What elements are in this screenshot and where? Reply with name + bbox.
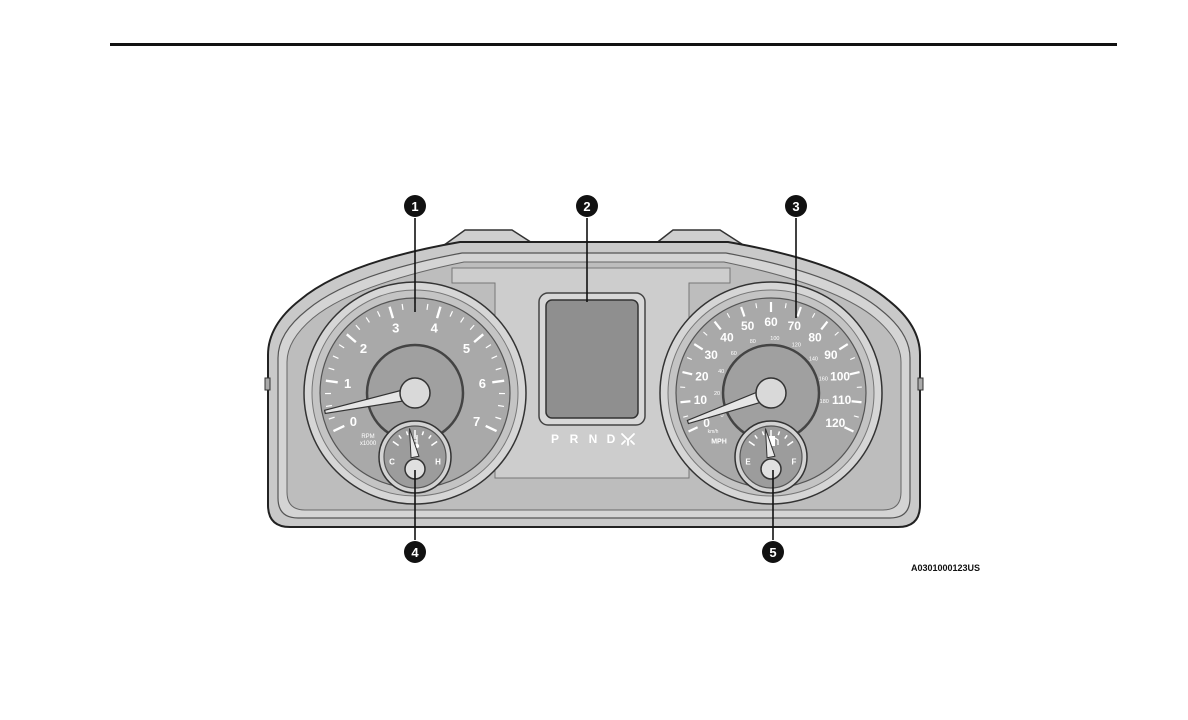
speedo-kmh-label-180: 180 [820, 399, 829, 405]
tach-label-0: 0 [350, 414, 357, 429]
speedo-mph-label-80: 80 [808, 330, 822, 344]
speedo-mph-label-10: 10 [694, 393, 708, 407]
speedo-kmh-label-60: 60 [731, 351, 737, 357]
callout-number-3: 3 [792, 199, 799, 214]
tach-label-7: 7 [473, 414, 480, 429]
tach-label-4: 4 [431, 320, 439, 335]
speedo-mph-label-70: 70 [788, 319, 802, 333]
speedo-hub [756, 378, 786, 408]
callout-number-1: 1 [411, 199, 418, 214]
callout-number-5: 5 [769, 545, 776, 560]
fuel-gauge-low-label: E [745, 458, 751, 467]
tach-unit-rpm: RPM [361, 434, 374, 440]
tach-label-3: 3 [392, 320, 399, 335]
gear-n: N [589, 432, 598, 446]
speedo-mph-label-60: 60 [764, 315, 778, 329]
speedo-tick [680, 401, 690, 402]
gear-r: R [570, 432, 579, 446]
tach-hub [400, 378, 430, 408]
speedo-mph-label-90: 90 [824, 348, 838, 362]
speedo-mph-label-40: 40 [720, 330, 734, 344]
tach-label-6: 6 [479, 376, 486, 391]
temp-gauge-low-label: C [389, 458, 395, 467]
speedo-unit-mph: MPH [711, 439, 727, 446]
center-display [546, 300, 638, 418]
gear-d: D [607, 432, 616, 446]
speedo-kmh-label-160: 160 [819, 377, 828, 383]
side-clip-left [265, 378, 270, 390]
speedo-mph-label-120: 120 [825, 416, 845, 430]
tach-unit-x1000: x1000 [360, 441, 377, 447]
tach-label-1: 1 [344, 376, 351, 391]
speedo-mph-label-110: 110 [832, 393, 852, 407]
tach-label-2: 2 [360, 341, 367, 356]
speedo-kmh-label-80: 80 [750, 339, 756, 345]
tach-label-5: 5 [463, 341, 470, 356]
speedo-tick [852, 401, 862, 402]
fuel-gauge-hub [761, 459, 781, 479]
tach-tick [427, 304, 428, 310]
speedo-kmh-label-100: 100 [770, 336, 779, 342]
speedo-mph-label-30: 30 [704, 348, 718, 362]
tach-tick [492, 381, 504, 383]
figure-code: A0301000123US [911, 563, 980, 573]
callout-number-2: 2 [583, 199, 590, 214]
speedo-mph-label-100: 100 [830, 370, 850, 384]
temp-gauge-high-label: H [435, 458, 441, 467]
speedo-kmh-label-120: 120 [792, 342, 801, 348]
speedo-kmh-label-20: 20 [714, 391, 720, 397]
side-clip-right [918, 378, 923, 390]
speedo-unit-kmh: km/h [708, 429, 719, 435]
speedo-kmh-label-140: 140 [809, 357, 818, 363]
tach-tick [402, 304, 403, 310]
speedo-kmh-label-40: 40 [718, 369, 724, 375]
speedo-mph-label-20: 20 [695, 370, 709, 384]
gear-p: P [551, 432, 559, 446]
speedo-mph-label-50: 50 [741, 319, 755, 333]
callout-number-4: 4 [411, 545, 419, 560]
tach-tick [326, 381, 338, 383]
fuel-gauge-high-label: F [792, 458, 797, 467]
